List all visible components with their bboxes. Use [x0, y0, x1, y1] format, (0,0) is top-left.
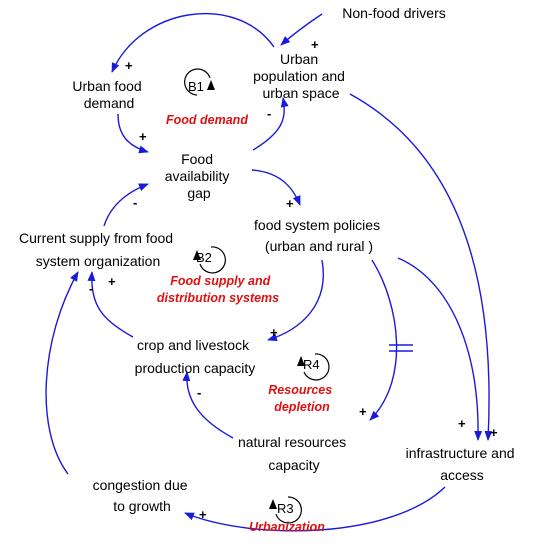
sign-policies-to-infra: + [458, 416, 466, 431]
sign-infra-to-congestion: + [199, 507, 207, 522]
delay-mark [389, 344, 413, 352]
node-congestion: congestion due to growth [93, 477, 192, 514]
link-congestion-to-supply [45, 271, 79, 475]
loop-r4: R4 Resources depletion [268, 353, 335, 414]
link-demand-to-gap [117, 113, 149, 154]
loop-b1-arrowhead-icon [207, 80, 215, 90]
loop-b1-name: Food demand [166, 113, 248, 127]
sign-congestion-to-supply: - [89, 281, 93, 296]
nodes: Non-food drivers Urban population and ur… [19, 5, 519, 514]
loop-r3-id: R3 [277, 501, 294, 516]
node-infrastructure: infrastructure and access [406, 445, 519, 483]
node-urban-food-demand: Urban food demand [72, 78, 145, 111]
loop-r3: R3 Urbanization [249, 496, 325, 534]
link-gap-to-policies [251, 169, 301, 206]
node-current-supply: Current supply from food system organiza… [19, 230, 177, 269]
loop-b2-circle-icon [199, 246, 226, 274]
link-gap-to-population [252, 97, 289, 151]
link-supply-to-gap [103, 183, 149, 227]
loop-r3-arrowhead-icon [269, 499, 277, 509]
link-policies-to-crop [267, 259, 324, 342]
sign-gap-to-pop: - [267, 106, 271, 121]
loop-r4-name: Resources depletion [268, 383, 335, 414]
link-crop-to-supply [87, 271, 134, 338]
sign-supply-to-gap: - [133, 195, 137, 210]
loop-b2: B2 Food supply and distribution systems [157, 246, 279, 305]
loop-b1: B1 Food demand [166, 68, 248, 127]
loop-r4-id: R4 [303, 357, 320, 372]
link-population-to-demand [111, 12, 275, 73]
loop-r4-circle-icon [303, 353, 330, 381]
links [45, 12, 493, 532]
sign-policies-to-resources: + [359, 404, 367, 419]
sign-crop-to-supply: + [108, 274, 116, 289]
link-infrastructure-to-congestion [184, 486, 446, 532]
sign-pop-to-demand: + [125, 58, 133, 73]
sign-policies-to-crop: + [270, 325, 278, 340]
link-policies-to-infrastructure [397, 257, 483, 441]
loop-b2-arrowhead-icon [193, 250, 201, 260]
loop-b1-circle-icon [184, 68, 211, 96]
link-nonfood-to-population [280, 13, 323, 46]
node-crop-livestock: crop and livestock production capacity [135, 337, 256, 376]
sign-nonfood-to-pop: + [311, 37, 319, 52]
node-food-availability-gap: Food availability gap [165, 151, 233, 201]
loop-b2-name: Food supply and distribution systems [157, 274, 279, 305]
polarity-signs: + + + - + - + - + - + + + + [89, 37, 498, 522]
link-population-to-infrastructure [349, 93, 493, 441]
node-urban-population: Urban population and urban space [253, 51, 349, 101]
loop-r3-circle-icon [275, 496, 302, 524]
sign-pop-to-infra: + [490, 425, 498, 440]
node-non-food-drivers: Non-food drivers [342, 5, 446, 21]
loop-b2-id: B2 [196, 250, 212, 265]
loop-r3-name: Urbanization [249, 520, 325, 534]
node-natural-resources: natural resources capacity [238, 434, 350, 473]
sign-gap-to-policies: + [286, 196, 294, 211]
loop-r4-arrowhead-icon [297, 356, 305, 366]
link-policies-to-resources [369, 259, 398, 421]
loop-b1-id: B1 [188, 79, 204, 94]
sign-resources-to-crop: - [197, 385, 201, 400]
sign-demand-to-gap: + [139, 129, 147, 144]
node-food-system-policies: food system policies (urban and rural ) [254, 217, 384, 254]
link-resources-to-crop [182, 371, 234, 439]
